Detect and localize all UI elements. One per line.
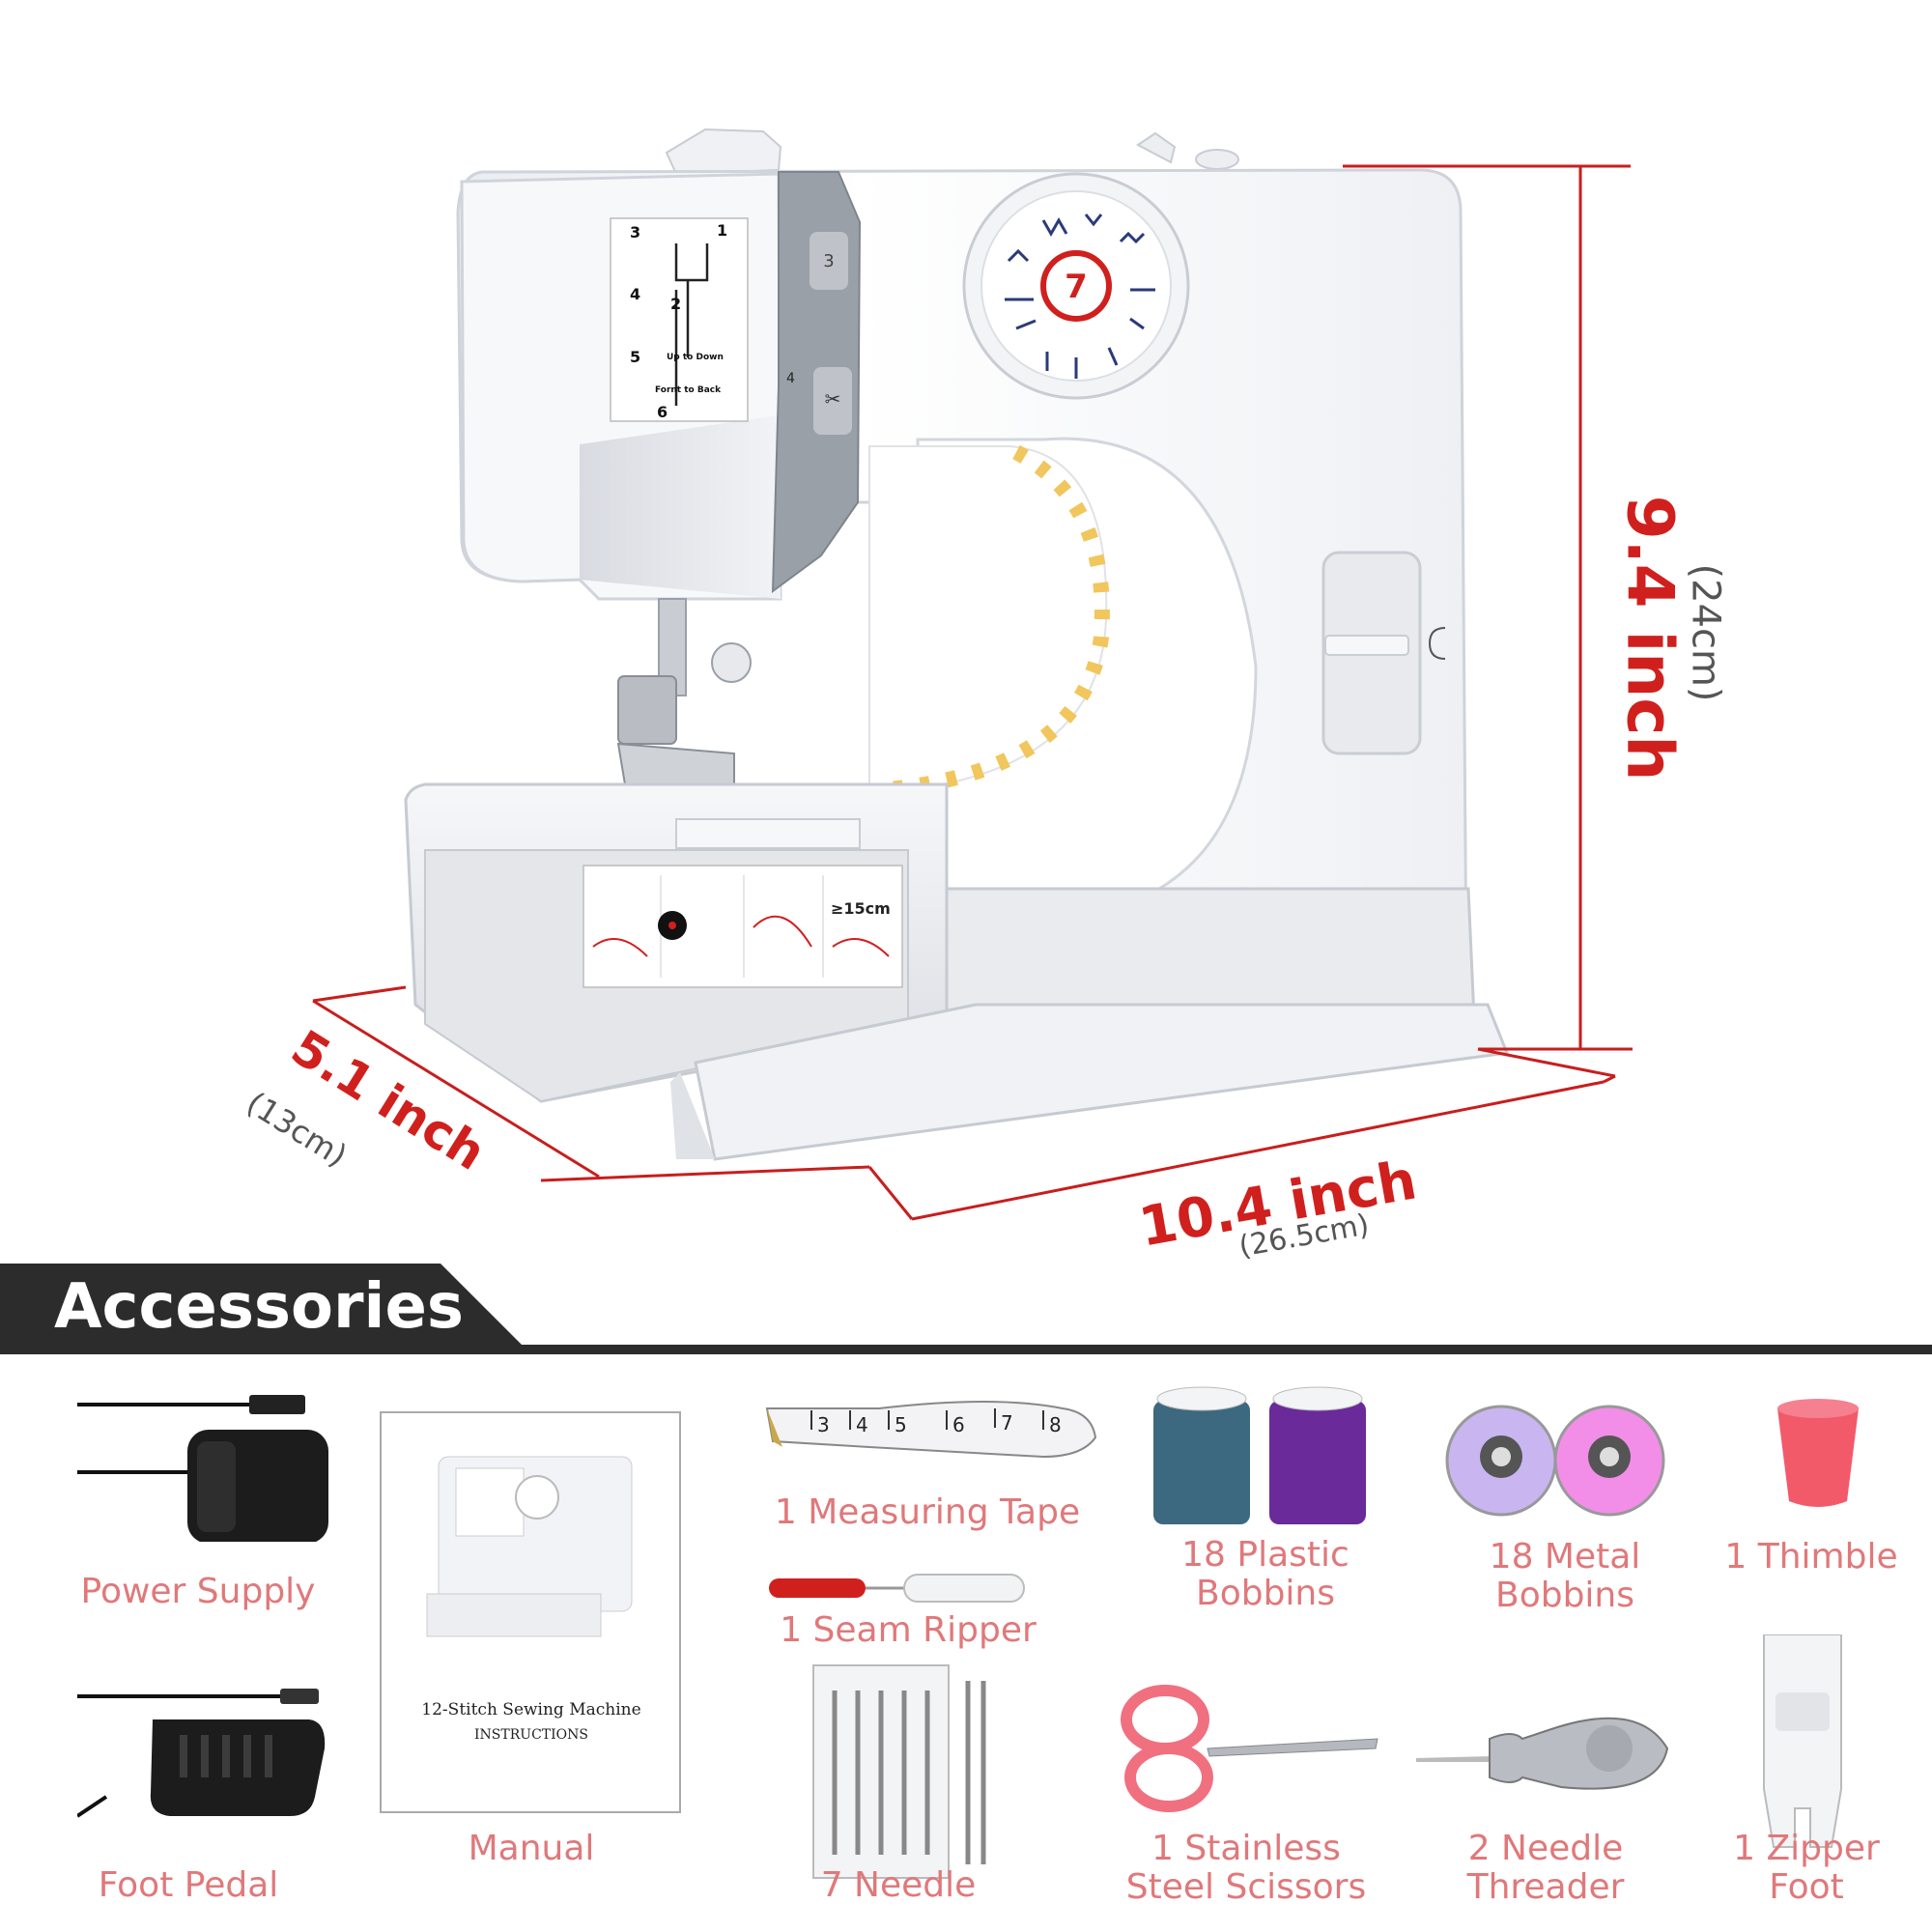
tape-number: 8 [1049,1413,1062,1436]
foot-pedal-label: Foot Pedal [98,1865,279,1905]
bed-sticker-text: ≥15cm [831,899,891,918]
dimension-lines [312,164,1633,1221]
side-number: 4 [786,371,795,386]
height-dimension-label: 9.4 inch [1612,495,1688,781]
height-dimension-sub: (24cm) [1683,563,1728,702]
tape-number: 4 [856,1413,868,1436]
metal-bobbins-label: 18 Metal Bobbins [1489,1537,1641,1615]
thread-step-3: 3 [630,223,640,242]
svg-text:✂: ✂ [825,387,841,411]
manual-icon [380,1411,681,1813]
tape-number: 3 [817,1413,830,1436]
thread-step-1: 1 [717,221,727,240]
power-supply-label: Power Supply [80,1572,316,1611]
thimble-label: 1 Thimble [1724,1537,1898,1577]
scissors-label: 1 Stainless Steel Scissors [1125,1829,1367,1907]
scissors-icon [1121,1685,1378,1812]
tape-number: 5 [895,1413,907,1436]
power-supply-icon [77,1395,328,1542]
tape-number: 7 [1001,1411,1013,1435]
seam-ripper-label: 1 Seam Ripper [780,1610,1037,1650]
needle-threader-label: 2 Needle Threader [1466,1829,1625,1907]
thread-step-5: 5 [630,348,640,366]
thread-step-2: 2 [670,295,681,313]
manual-label: Manual [468,1829,595,1868]
plastic-bobbins-label: 18 Plastic Bobbins [1181,1535,1350,1613]
metal-bobbins-icon [1445,1405,1665,1517]
measuring-tape-label: 1 Measuring Tape [774,1492,1081,1532]
accessories-title: Accessories [54,1271,464,1343]
needle-pack-icon [812,1664,986,1879]
needle-threader-icon [1416,1717,1669,1790]
tape-number: 6 [952,1413,965,1436]
thimble-icon [1777,1399,1859,1507]
manual-subtitle: INSTRUCTIONS [474,1727,588,1743]
needle-label: 7 Needle [820,1865,977,1905]
accessories-banner [0,1264,1932,1354]
manual-title: 12-Stitch Sewing Machine [421,1700,641,1719]
seam-ripper-icon [769,1574,1025,1603]
foot-pedal-icon [77,1689,326,1818]
measuring-tape-icon: 3 4 5 6 7 8 [765,1401,1097,1459]
stitch-selected: 7 [1065,268,1088,306]
zipper-foot-icon [1763,1634,1842,1848]
thread-label-updown: Up to Down [667,353,724,362]
thread-label-frontback: Fornt to Back [655,385,722,395]
sewing-machine-illustration: 3 ✂ 3 1 2 4 5 6 Up to Down Fornt to Back… [312,128,1633,1221]
thread-step-4: 4 [630,285,640,303]
thread-step-6: 6 [657,403,668,421]
zipper-foot-label: 1 Zipper Foot [1733,1829,1880,1907]
plastic-bobbins-icon [1153,1386,1366,1524]
channel-number: 3 [823,251,834,271]
